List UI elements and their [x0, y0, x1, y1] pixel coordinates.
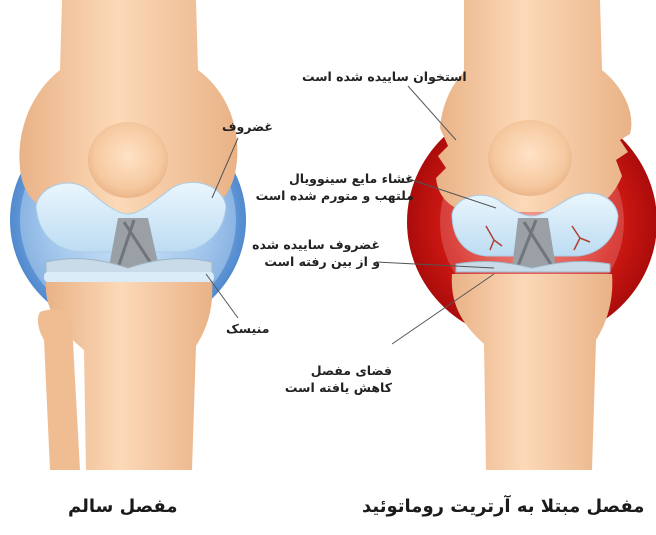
- healthy-patella: [88, 122, 168, 198]
- rheumatoid-patella: [488, 120, 572, 196]
- meniscus-label: منیسک: [226, 320, 269, 337]
- worn-cartilage-label: غضروف ساییده شده و از بین رفته است: [252, 236, 380, 270]
- healthy-joint-caption: مفصل سالم: [68, 496, 178, 517]
- joint-space-label: فضای مفصل کاهش یافته است: [286, 362, 392, 396]
- synovial-membrane-line2: ملتهب و متورم شده است: [272, 187, 414, 204]
- healthy-knee: [10, 0, 246, 470]
- cartilage-label: غضروف: [222, 118, 273, 135]
- synovial-membrane-label: غشاء مایع سینوویال ملتهب و متورم شده است: [272, 170, 414, 204]
- eroded-bone-label: استخوان ساییده شده است: [302, 68, 467, 85]
- worn-cartilage-line1: غضروف ساییده شده: [252, 236, 380, 253]
- joint-space-line1: فضای مفصل: [286, 362, 392, 379]
- synovial-membrane-line1: غشاء مایع سینوویال: [272, 170, 414, 187]
- joint-space-line2: کاهش یافته است: [286, 379, 392, 396]
- worn-cartilage-line2: و از بین رفته است: [252, 253, 380, 270]
- rheumatoid-tibia: [452, 274, 613, 470]
- rheumatoid-joint-caption: مفصل مبتلا به آرتریت روماتوئید: [362, 496, 644, 517]
